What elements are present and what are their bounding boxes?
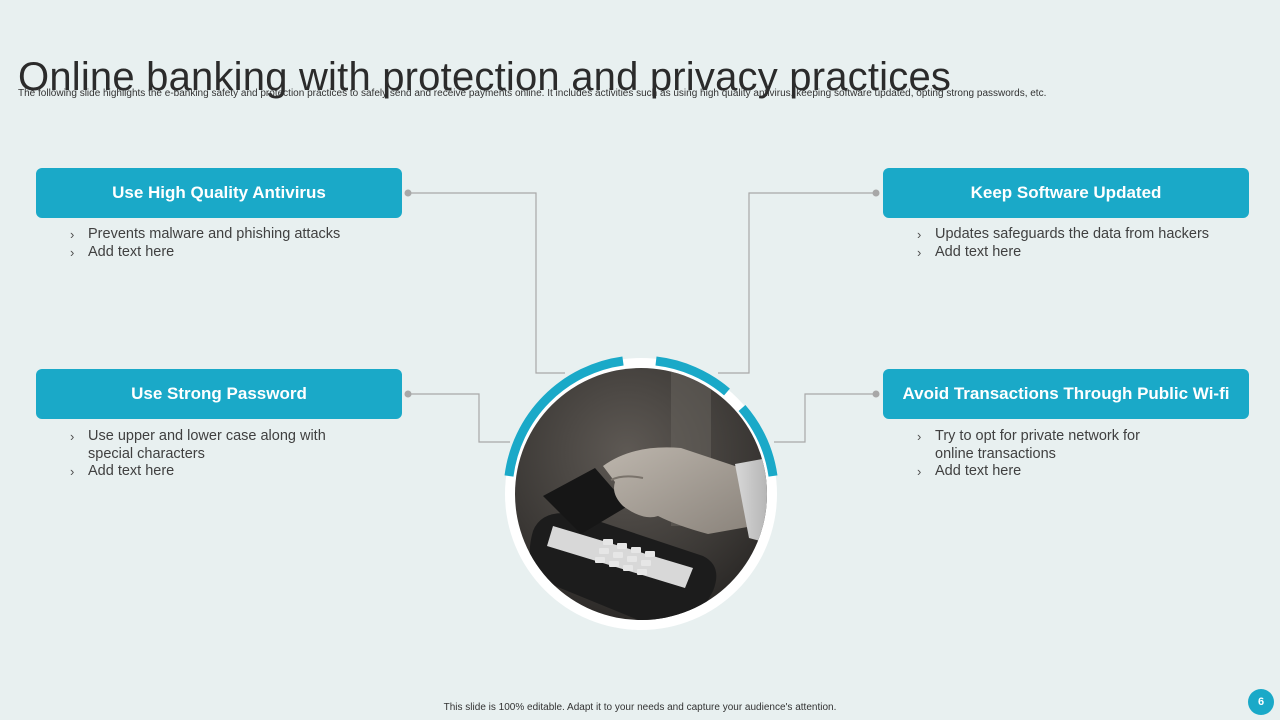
chevron-right-icon: › <box>70 244 75 260</box>
card-antivirus[interactable]: Use High Quality Antivirus <box>36 168 402 218</box>
page-title: Online banking with protection and priva… <box>18 54 952 99</box>
chevron-right-icon: › <box>70 429 75 444</box>
bullet-text: Use upper and lower case along with spec… <box>88 428 326 462</box>
bullets-wifi: › Try to opt for private network for onli… <box>917 428 1167 481</box>
list-item: › Updates safeguards the data from hacker… <box>917 226 1217 244</box>
connector-dot-password <box>404 390 412 398</box>
center-photo <box>503 356 779 632</box>
chevron-right-icon: › <box>917 244 922 260</box>
bullets-software: › Updates safeguards the data from hacker… <box>917 226 1217 261</box>
list-item: › Add text here <box>917 244 1217 262</box>
card-wifi[interactable]: Avoid Transactions Through Public Wi-fi <box>883 369 1249 419</box>
page-subtitle: The following slide highlights the e-ban… <box>18 88 1047 99</box>
list-item: › Use upper and lower case along with spe… <box>70 428 340 463</box>
card-software[interactable]: Keep Software Updated <box>883 168 1249 218</box>
bullets-antivirus: › Prevents malware and phishing attacks ›… <box>70 226 370 261</box>
bullets-password: › Use upper and lower case along with spe… <box>70 428 340 481</box>
chevron-right-icon: › <box>917 227 922 242</box>
connector-dot-wifi <box>872 390 880 398</box>
bullet-text: Add text here <box>88 463 175 479</box>
bullet-text: Add text here <box>935 463 1022 479</box>
card-wifi-title: Avoid Transactions Through Public Wi-fi <box>902 384 1230 403</box>
bullet-text: Prevents malware and phishing attacks <box>88 226 341 242</box>
bullet-text: Add text here <box>935 243 1022 260</box>
list-item: › Add text here <box>70 244 370 262</box>
page-number-badge: 6 <box>1248 689 1274 715</box>
connector-password <box>408 393 510 443</box>
connector-dot-software <box>872 189 880 197</box>
bullet-text: Try to opt for private network for onlin… <box>935 428 1140 462</box>
card-payment-terminal-photo <box>504 356 778 630</box>
card-password-title: Use Strong Password <box>131 384 307 403</box>
list-item: › Prevents malware and phishing attacks <box>70 226 370 244</box>
card-software-title: Keep Software Updated <box>970 183 1162 202</box>
connector-dot-antivirus <box>404 189 412 197</box>
chevron-right-icon: › <box>917 429 922 444</box>
list-item: › Add text here <box>917 463 1167 481</box>
list-item: › Add text here <box>70 463 340 481</box>
connector-wifi <box>774 393 876 443</box>
connector-antivirus <box>408 192 565 374</box>
list-item: › Try to opt for private network for onli… <box>917 428 1167 463</box>
bullet-text: Updates safeguards the data from hackers <box>935 226 1210 242</box>
connector-software <box>718 192 876 374</box>
chevron-right-icon: › <box>70 464 75 479</box>
card-antivirus-title: Use High Quality Antivirus <box>112 183 326 202</box>
footer-note: This slide is 100% editable. Adapt it to… <box>443 702 837 713</box>
bullet-text: Add text here <box>88 243 175 260</box>
chevron-right-icon: › <box>70 227 75 242</box>
card-password[interactable]: Use Strong Password <box>36 369 402 419</box>
chevron-right-icon: › <box>917 464 922 479</box>
